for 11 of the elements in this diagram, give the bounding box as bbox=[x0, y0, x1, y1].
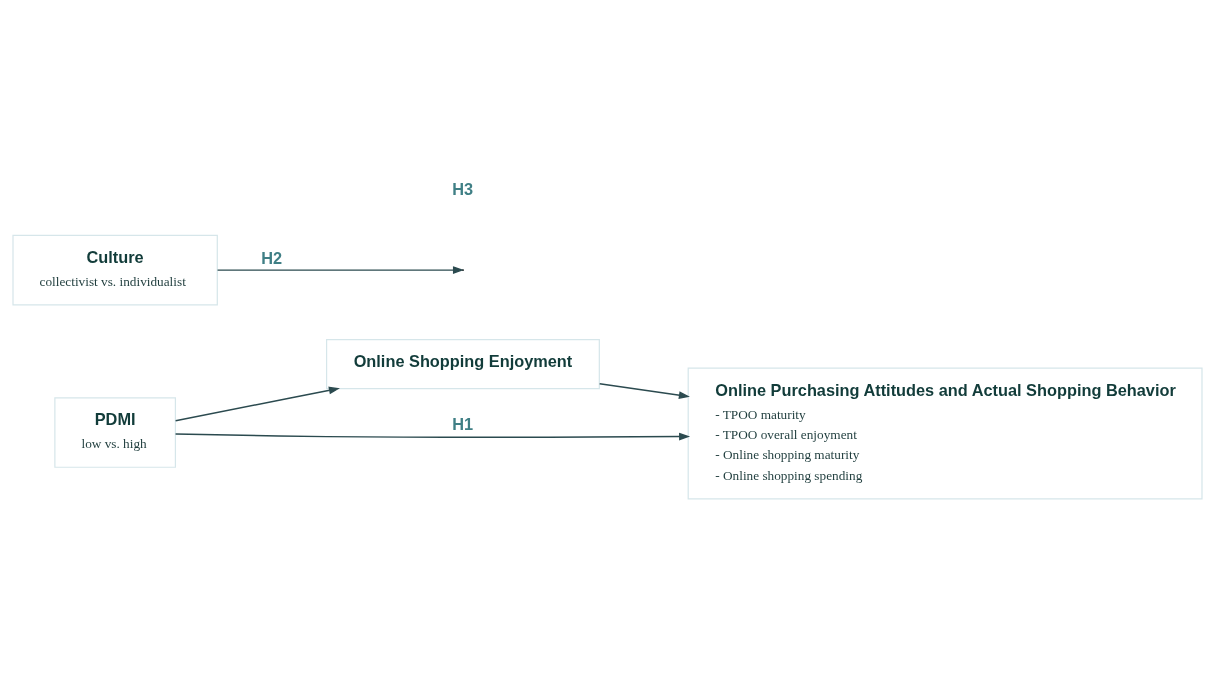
node-box: Online Purchasing Attitudes and Actual Shopping Behavior - TPOO maturity - TPOO overall enjoyment - Online shopping maturity - Online shopping spending bbox=[687, 367, 1203, 500]
node-box: PDMI low vs. high bbox=[54, 397, 177, 468]
node-box: Culture collectivist vs. individualist bbox=[12, 234, 218, 306]
arrow bbox=[216, 266, 464, 274]
arrow bbox=[598, 383, 690, 399]
node-box: Online Shopping Enjoyment bbox=[326, 338, 600, 390]
arrow bbox=[174, 432, 691, 441]
edge-label: H2 bbox=[261, 248, 283, 267]
edge-label: H1 bbox=[452, 415, 474, 434]
arrow bbox=[174, 386, 340, 422]
label: H3 bbox=[452, 180, 474, 199]
